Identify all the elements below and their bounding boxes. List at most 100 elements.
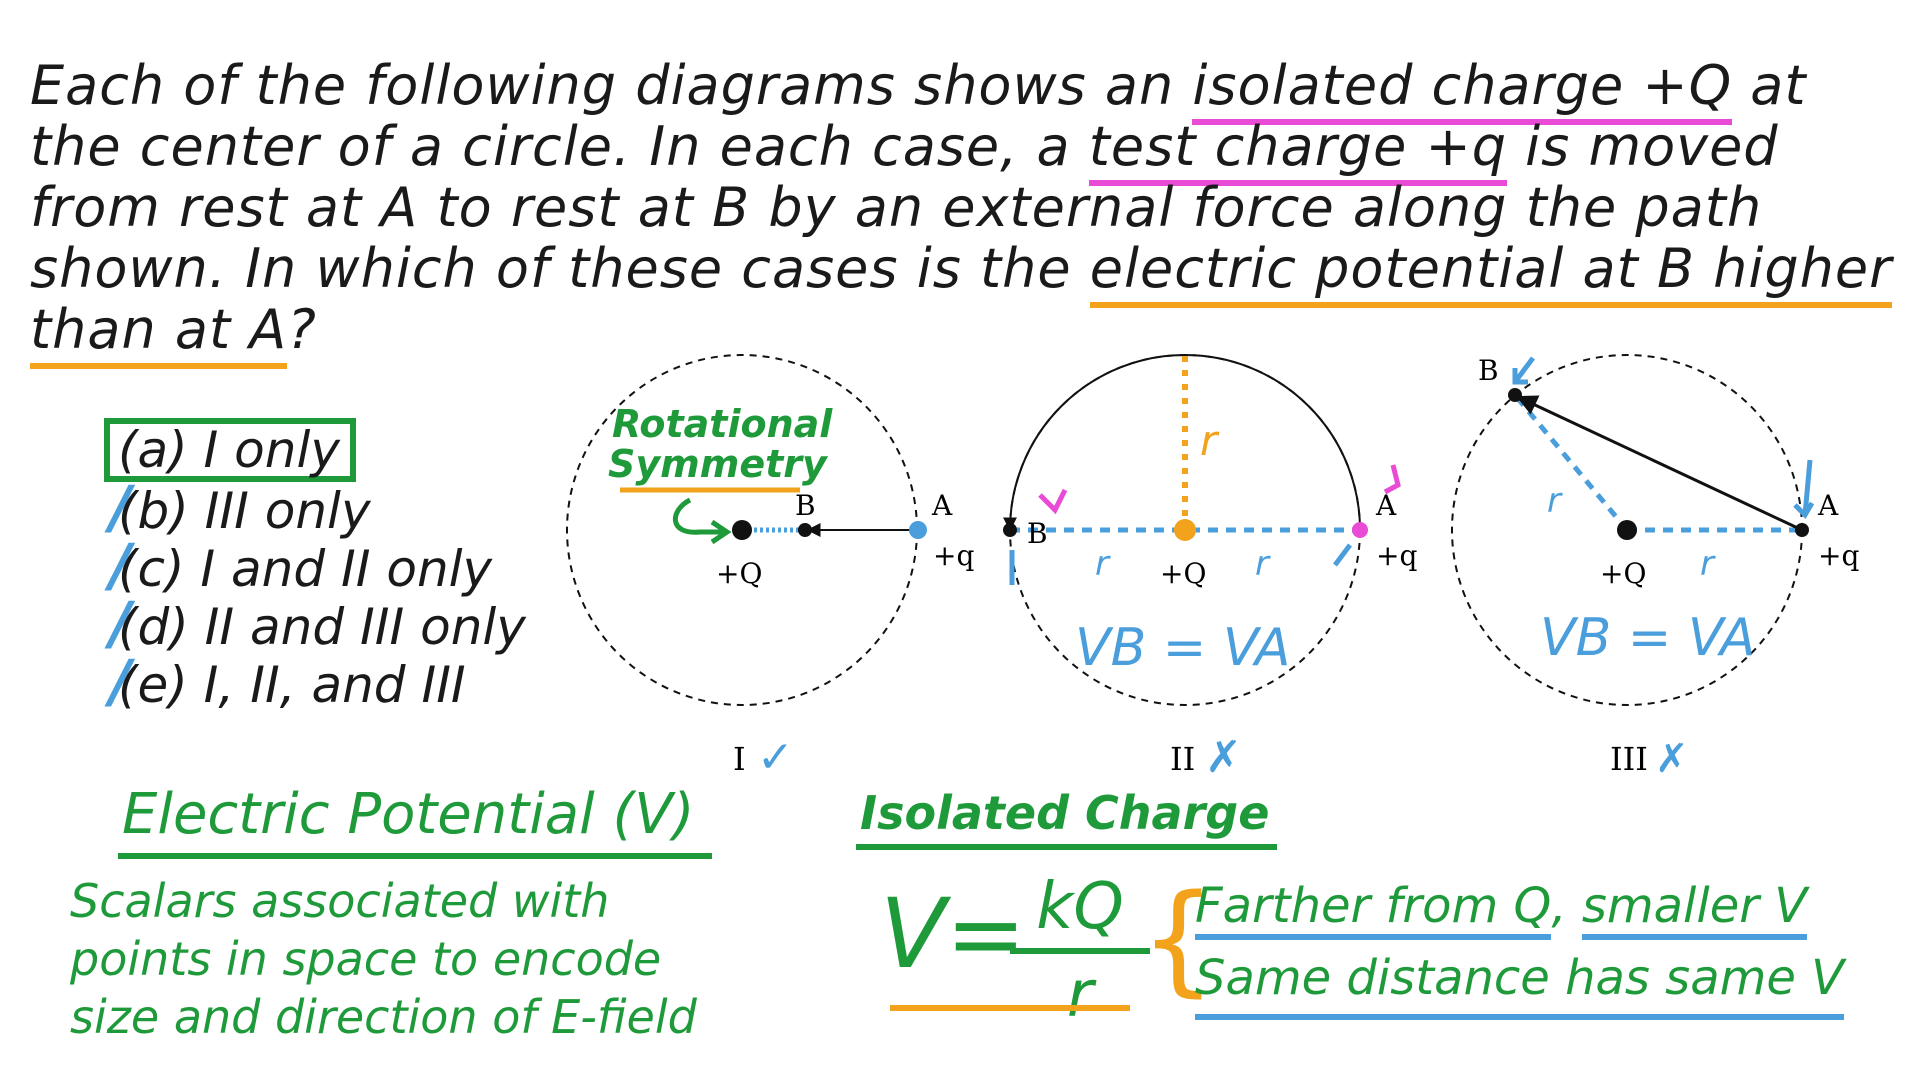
- answer-choices: (a) I only (b) III only/ (c) I and II on…: [104, 418, 526, 714]
- choice-label: (d) II and III only: [118, 598, 526, 656]
- choice-a-box: (a) I only: [104, 418, 356, 482]
- formula-denominator: r: [1066, 958, 1094, 1032]
- point-a-dot: [1352, 522, 1368, 538]
- label-r-upper: r: [1547, 481, 1563, 521]
- question-text-segment: shown. In which of these cases is the: [30, 237, 1090, 300]
- note-arrowhead: [710, 519, 732, 545]
- label-big-q: +Q: [1160, 557, 1206, 590]
- pink-arrow-a: [1383, 464, 1401, 495]
- formula-underline: [890, 1005, 1130, 1011]
- formula-numerator: kQ: [1036, 870, 1124, 944]
- label-small-q: +q: [1376, 539, 1417, 572]
- rule-2: Same distance has same V: [1195, 942, 1844, 1020]
- wrong-icon: ✗: [1655, 736, 1689, 782]
- roman-3: III: [1610, 740, 1648, 778]
- cross-out-icon: /: [110, 531, 132, 599]
- question-text: Each of the following diagrams shows an …: [30, 54, 1910, 369]
- question-line-5: than at A?: [30, 298, 1910, 369]
- brace-icon: {: [1140, 870, 1217, 1009]
- point-b-dot: [798, 523, 812, 537]
- path-arc: [1003, 354, 1361, 532]
- question-text-segment: at: [1732, 54, 1807, 117]
- label-b: B: [795, 489, 816, 522]
- definition-title: Electric Potential (V): [118, 782, 713, 859]
- source-charge-dot: [1617, 520, 1637, 540]
- label-small-q: +q: [1818, 539, 1859, 572]
- path-arrow: [1516, 395, 1803, 532]
- rule-2-wrap: Same distance has same V: [1195, 942, 1844, 1020]
- symmetry-label: Symmetry: [608, 442, 829, 486]
- rotational-label: Rotational: [612, 402, 833, 446]
- roman-2: II: [1170, 740, 1195, 778]
- pink-arrow-b: [1038, 488, 1068, 515]
- diagram-3: B A +Q +q r r VB = VA III ✗: [1451, 354, 1859, 782]
- question-text-segment: is moved: [1507, 115, 1779, 178]
- choice-b: (b) III only/: [110, 478, 526, 540]
- question-mark: ?: [287, 298, 317, 361]
- blue-arrow-a: [1333, 543, 1352, 567]
- choice-label: (b) III only: [118, 482, 371, 540]
- label-a: A: [931, 489, 953, 522]
- potential-highlight: electric potential at B higher: [1089, 237, 1893, 308]
- choice-c: (c) I and II only/: [110, 536, 526, 598]
- point-b-dot: [1003, 523, 1017, 537]
- source-charge-dot: [732, 520, 752, 540]
- cross-out-icon: /: [110, 473, 132, 541]
- question-text-segment: Each of the following diagrams shows an: [30, 54, 1193, 117]
- label-big-q: +Q: [1600, 557, 1646, 590]
- choice-d: (d) II and III only/: [110, 594, 526, 656]
- question-line-2: the center of a circle. In each case, a …: [30, 115, 1910, 186]
- label-r: r: [1200, 416, 1220, 465]
- label-r-right: r: [1255, 544, 1271, 584]
- point-a-dot: [909, 521, 927, 539]
- definition-line-3: size and direction of E-field: [70, 990, 697, 1044]
- question-line-1: Each of the following diagrams shows an …: [30, 54, 1910, 125]
- radius-b: [1513, 393, 1629, 532]
- choice-a: (a) I only: [104, 418, 526, 482]
- definition-line-2: points in space to encode: [70, 932, 662, 986]
- label-r-lower: r: [1700, 544, 1716, 584]
- rule-1-part-a: Farther from Q: [1195, 878, 1552, 940]
- definition-body: Scalars associated with points in space …: [70, 872, 697, 1046]
- cross-out-icon: /: [110, 647, 132, 715]
- roman-1: I: [733, 740, 746, 778]
- isolated-charge-highlight: isolated charge +Q: [1192, 54, 1733, 125]
- question-line-3: from rest at A to rest at B by an extern…: [30, 176, 1763, 239]
- equal-potential-note: VB = VA: [1075, 618, 1291, 678]
- isolated-charge-title: Isolated Charge: [856, 786, 1278, 850]
- wrong-icon: ✗: [1205, 732, 1242, 783]
- definition-line-1: Scalars associated with: [70, 874, 610, 928]
- formula-fraction: kQ r: [1010, 870, 1150, 1032]
- diagram-2: r B A +Q +q r r VB = VA II ✗: [1003, 354, 1417, 783]
- choice-label: (c) I and II only: [118, 540, 493, 598]
- note-arrow: [672, 497, 725, 535]
- choice-e: (e) I, II, and III/: [110, 652, 526, 714]
- source-charge-dot: [1174, 519, 1196, 541]
- rule-1: Farther from Q, smaller V: [1195, 870, 1844, 942]
- cross-out-icon: /: [110, 589, 132, 657]
- label-big-q: +Q: [716, 557, 762, 590]
- label-r-left: r: [1095, 544, 1111, 584]
- blue-arrow-b: [1512, 356, 1535, 385]
- label-small-q: +q: [933, 539, 974, 572]
- choice-label: (e) I, II, and III: [118, 656, 466, 714]
- point-b-dot: [1508, 388, 1522, 402]
- equal-potential-note: VB = VA: [1540, 608, 1756, 668]
- label-b: B: [1027, 517, 1048, 550]
- fraction-bar: [1010, 948, 1150, 954]
- rule-1-sep: ,: [1551, 878, 1582, 934]
- check-icon: ✓: [757, 732, 794, 783]
- blue-arrow-a: [1793, 459, 1815, 520]
- point-a-dot: [1795, 523, 1809, 537]
- potential-highlight-cont: than at A: [30, 298, 288, 369]
- label-a: A: [1375, 489, 1397, 522]
- rule-1-part-b: smaller V: [1581, 878, 1808, 940]
- diagram-1: B A +Q +q Rotational Symmetry I ✓: [566, 354, 974, 783]
- potential-rules: Farther from Q, smaller V Same distance …: [1195, 870, 1844, 1020]
- question-line-4: shown. In which of these cases is the el…: [30, 237, 1910, 308]
- label-a: A: [1817, 489, 1839, 522]
- test-charge-highlight: test charge +q: [1088, 115, 1507, 186]
- question-text-segment: the center of a circle. In each case, a: [30, 115, 1089, 178]
- formula-v: V=: [880, 878, 1027, 990]
